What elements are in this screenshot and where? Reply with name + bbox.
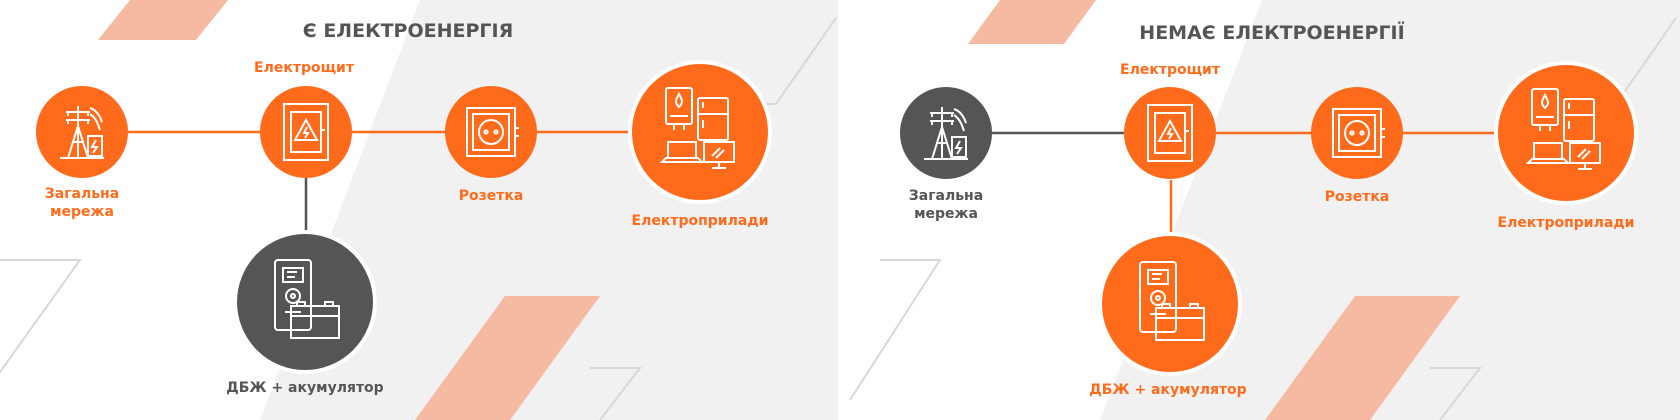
panel-title: Є ЕЛЕКТРОЕНЕРГІЯ (303, 20, 513, 42)
electrical-panel-icon (1147, 104, 1193, 162)
node-grid-circle (900, 87, 992, 179)
node-socket: Розетка (1311, 87, 1403, 205)
node-grid-label-line2: мережа (914, 206, 978, 222)
node-grid-label-line1: Загальна (909, 188, 983, 204)
peach-stripe-top (968, 0, 1096, 44)
peach-stripe-bottom (415, 296, 600, 420)
node-ups-label: ДБЖ + акумулятор (1089, 382, 1246, 398)
node-grid: Загальна мережа (900, 87, 992, 222)
node-grid: Загальна мережа (36, 86, 128, 220)
peach-stripe-bottom (1265, 296, 1460, 420)
peach-stripe-top (98, 0, 228, 40)
node-ups-label: ДБЖ + акумулятор (226, 380, 383, 396)
node-socket-circle (1311, 87, 1403, 179)
node-panel-label: Електрощит (254, 60, 355, 76)
node-grid-label-line1: Загальна (45, 186, 119, 202)
panel-title: НЕМАЄ ЕЛЕКТРОЕНЕРГІЇ (1139, 20, 1404, 44)
node-appliances-label: Електроприлади (1498, 215, 1635, 231)
node-panel: Електрощит (254, 60, 355, 178)
node-ups: ДБЖ + акумулятор (226, 230, 384, 396)
node-socket-label: Розетка (1325, 189, 1390, 205)
node-ups: ДБЖ + акумулятор (1089, 232, 1247, 398)
node-grid-label-line2: мережа (50, 204, 114, 220)
node-grid-circle (36, 86, 128, 178)
connectors-left (128, 130, 630, 232)
electrical-panel-icon (283, 103, 329, 161)
panel-right: НЕМАЄ ЕЛЕКТРОЕНЕРГІЇ Загальна мережа Еле… (838, 0, 1680, 420)
node-socket-circle (445, 86, 537, 178)
node-appliances-circle (1494, 61, 1638, 205)
panel-left: Є ЕЛЕКТРОЕНЕРГІЯ Загальна мережа Електро… (0, 0, 838, 420)
node-panel-label: Електрощит (1120, 62, 1221, 78)
node-socket-label: Розетка (459, 188, 524, 204)
node-appliances: Електроприлади (628, 60, 772, 229)
node-panel: Електрощит (1120, 62, 1221, 179)
node-socket: Розетка (445, 86, 537, 204)
node-appliances: Електроприлади (1494, 61, 1638, 231)
node-appliances-circle (628, 60, 772, 204)
node-appliances-label: Електроприлади (632, 213, 769, 229)
connectors-right (992, 131, 1494, 234)
